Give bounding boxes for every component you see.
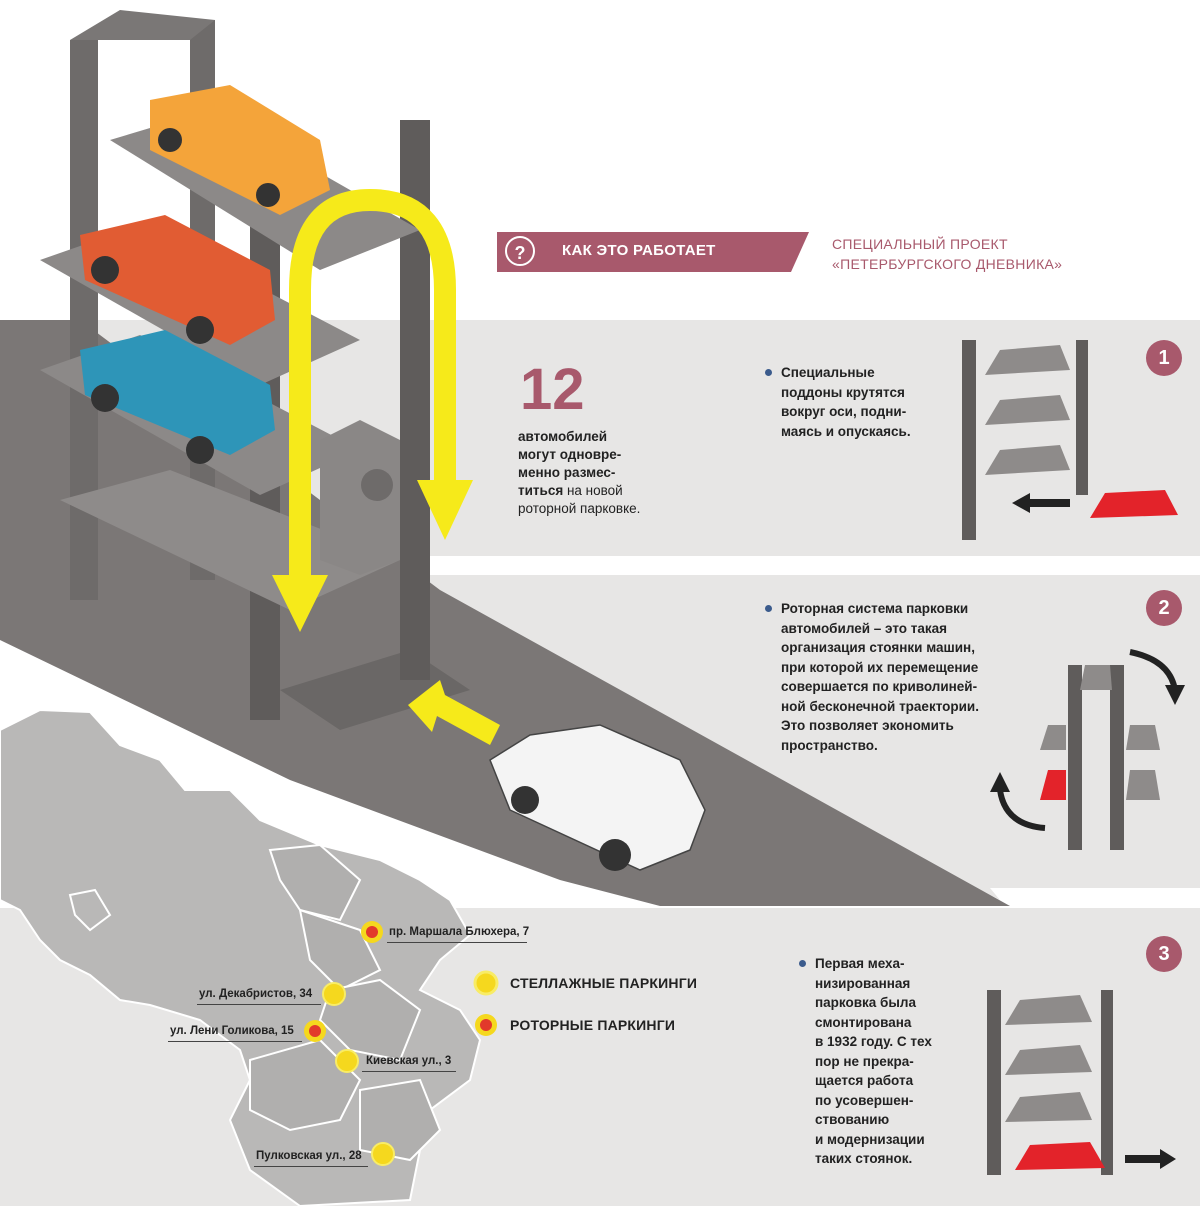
header-banner bbox=[497, 232, 809, 272]
step3-line: пор не прекра- bbox=[815, 1053, 914, 1069]
step1-line: Специальные bbox=[781, 365, 875, 380]
step2-line: ной бесконечной траектории. bbox=[781, 698, 979, 714]
step2-line: при которой их перемещение bbox=[781, 659, 979, 675]
step2-line: организация стоянки машин, bbox=[781, 640, 975, 655]
map-underline bbox=[362, 1071, 456, 1072]
legend-rotor-label: РОТОРНЫЕ ПАРКИНГИ bbox=[510, 1017, 676, 1033]
stat-description: автомобилей могут одновре- менно размес-… bbox=[518, 428, 668, 518]
step2-line: пространство. bbox=[781, 737, 878, 753]
step3-diagram bbox=[987, 990, 1176, 1175]
stat-line-1: автомобилей bbox=[518, 429, 608, 444]
arrow-head-down-right bbox=[417, 480, 473, 540]
step3-line: щается работа bbox=[815, 1073, 914, 1088]
step3-number-badge: 3 bbox=[1146, 936, 1182, 972]
step3-text: Первая меха- низированная парковка была … bbox=[815, 954, 932, 1169]
panel-2 bbox=[420, 575, 1200, 900]
stat-line-4: титься bbox=[518, 483, 564, 498]
legend-markers bbox=[473, 970, 499, 1036]
stat-line-2: могут одновре- bbox=[518, 447, 622, 462]
step3-line: таких стоянок. bbox=[815, 1151, 913, 1166]
arrow-head-down-left bbox=[272, 575, 328, 632]
step2-text: Роторная система парковки автомобилей – … bbox=[781, 599, 979, 755]
step2-line: совершается по криволиней- bbox=[781, 679, 978, 694]
project-line-1: СПЕЦИАЛЬНЫЙ ПРОЕКТ bbox=[832, 236, 1008, 252]
step2-line: автомобилей – это такая bbox=[781, 620, 948, 636]
rotation-arrows bbox=[289, 188, 456, 590]
step3-line: в 1932 году. С тех bbox=[815, 1034, 932, 1049]
stat-line-4-tail: на новой bbox=[563, 483, 623, 498]
map-label-blukhera: пр. Маршала Блюхера, 7 bbox=[389, 926, 530, 938]
stat-number: 12 bbox=[520, 357, 585, 422]
step1-bullet bbox=[765, 369, 772, 376]
step1-text: Специальные поддоны крутятся вокруг оси,… bbox=[781, 363, 911, 441]
arrow-entry bbox=[408, 680, 500, 745]
step3-line: по усовершен- bbox=[815, 1092, 914, 1108]
legend-rotor-marker-inner bbox=[480, 1019, 492, 1031]
step2-line: Это позволяет экономить bbox=[781, 718, 954, 733]
legend-rack-marker bbox=[473, 970, 499, 996]
map-label-kievskaya: Киевская ул., 3 bbox=[366, 1055, 452, 1067]
map-label-golikova: ул. Лени Голикова, 15 bbox=[170, 1025, 294, 1037]
step1-line: вокруг оси, подни- bbox=[781, 404, 907, 419]
white-car-illustration bbox=[489, 724, 706, 871]
question-icon: ? bbox=[505, 236, 535, 266]
header-title: КАК ЭТО РАБОТАЕТ bbox=[562, 242, 716, 259]
step2-line: Роторная система парковки bbox=[781, 601, 969, 616]
step1-line: маясь и опускаясь. bbox=[781, 423, 911, 439]
map-underline bbox=[254, 1166, 368, 1167]
step2-number-badge: 2 bbox=[1146, 590, 1182, 626]
stat-line-3: менно размес- bbox=[518, 465, 616, 480]
project-credit: СПЕЦИАЛЬНЫЙ ПРОЕКТ «ПЕТЕРБУРГСКОГО ДНЕВН… bbox=[832, 234, 1062, 274]
step1-diagram bbox=[962, 340, 1178, 540]
map-underline bbox=[197, 1004, 321, 1005]
project-line-2: «ПЕТЕРБУРГСКОГО ДНЕВНИКА» bbox=[832, 256, 1063, 272]
step1-number-badge: 1 bbox=[1146, 340, 1182, 376]
step3-line: ствованию bbox=[815, 1112, 890, 1127]
step3-line: и модернизации bbox=[815, 1131, 925, 1147]
step3-bullet bbox=[799, 960, 806, 967]
legend-rack-label: СТЕЛЛАЖНЫЕ ПАРКИНГИ bbox=[510, 975, 698, 991]
map-label-pulkovskaya: Пулковская ул., 28 bbox=[256, 1150, 362, 1162]
map-underline bbox=[387, 942, 527, 943]
step2-bullet bbox=[765, 605, 772, 612]
step3-line: Первая меха- bbox=[815, 956, 905, 971]
step3-line: низированная bbox=[815, 975, 911, 991]
step3-line: смонтирована bbox=[815, 1014, 912, 1030]
step1-line: поддоны крутятся bbox=[781, 384, 905, 400]
map-label-dekabristov: ул. Декабристов, 34 bbox=[199, 988, 313, 1000]
step3-line: парковка была bbox=[815, 995, 916, 1010]
map-underline bbox=[168, 1041, 302, 1042]
stat-line-5: роторной парковке. bbox=[518, 501, 641, 516]
step2-diagram bbox=[990, 649, 1185, 850]
